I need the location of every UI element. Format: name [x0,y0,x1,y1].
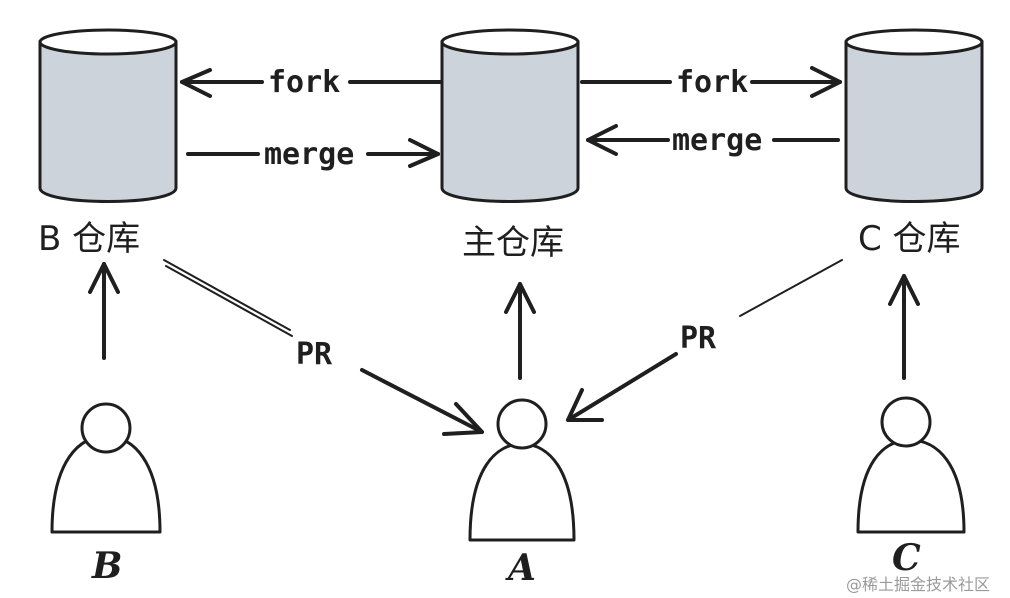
person-a-label: A [505,547,536,589]
cylinder-c-repo [844,28,984,203]
fork-right-arrow [580,66,842,98]
pr-left-arrow [163,259,484,436]
person-c-label: C [892,537,921,579]
merge-right-label: merge [672,123,762,158]
watermark-text: @稀土掘金技术社区 [846,575,990,594]
merge-left-label: merge [264,137,354,172]
person-b-icon [50,402,162,534]
c-repo-label: C 仓库 [858,219,961,259]
cylinder-b-repo [38,28,178,203]
cylinder-main-repo [440,28,580,203]
merge-left-arrow [186,138,440,168]
merge-right-arrow [586,124,840,156]
b-repo-label: B 仓库 [38,219,140,259]
a-up-arrow [504,282,536,380]
c-up-arrow [888,274,920,380]
person-a-icon [468,398,576,542]
person-c-icon [856,396,966,534]
fork-left-label: fork [268,65,340,100]
fork-left-arrow [180,68,442,98]
b-up-arrow [88,262,120,360]
pr-left-label: PR [296,337,333,372]
fork-right-label: fork [676,65,748,100]
main-repo-label: 主仓库 [462,223,564,263]
person-b-label: B [91,545,122,587]
pr-right-arrow [566,259,843,422]
pr-right-label: PR [680,321,717,356]
